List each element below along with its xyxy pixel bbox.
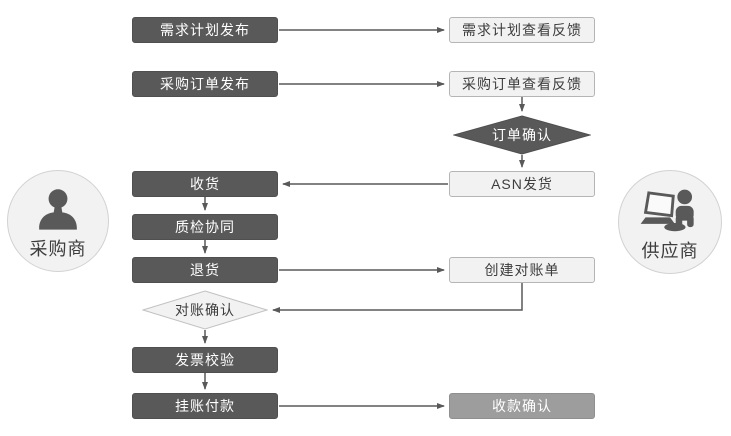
node-demand-plan-publish: 需求计划发布 — [132, 17, 278, 43]
supplier-actor-circle: 供应商 — [618, 170, 722, 274]
node-purchase-order-publish: 采购订单发布 — [132, 71, 278, 97]
diamond-statement-confirmation: 对账确认 — [142, 290, 268, 330]
node-quality-inspection-collab: 质检协同 — [132, 214, 278, 240]
node-book-payment: 挂账付款 — [132, 393, 278, 419]
buyer-actor-circle: 采购商 — [7, 170, 109, 272]
node-receive-goods: 收货 — [132, 171, 278, 197]
diamond-order-confirmation-label: 订单确认 — [492, 127, 552, 143]
node-return-goods: 退货 — [132, 257, 278, 283]
supplier-actor-label: 供应商 — [641, 240, 699, 261]
node-create-statement: 创建对账单 — [449, 257, 595, 283]
buyer-actor-label: 采购商 — [29, 238, 87, 259]
node-demand-plan-feedback: 需求计划查看反馈 — [449, 17, 595, 43]
node-receipt-confirmation: 收款确认 — [449, 393, 595, 419]
diamond-statement-confirmation-label: 对账确认 — [175, 302, 235, 318]
node-invoice-verification: 发票校验 — [132, 347, 278, 373]
person-icon — [32, 185, 84, 238]
node-asn-shipment: ASN发货 — [449, 171, 595, 197]
node-purchase-order-feedback: 采购订单查看反馈 — [449, 71, 595, 97]
person-laptop-icon — [639, 185, 701, 240]
diamond-order-confirmation: 订单确认 — [453, 115, 591, 155]
